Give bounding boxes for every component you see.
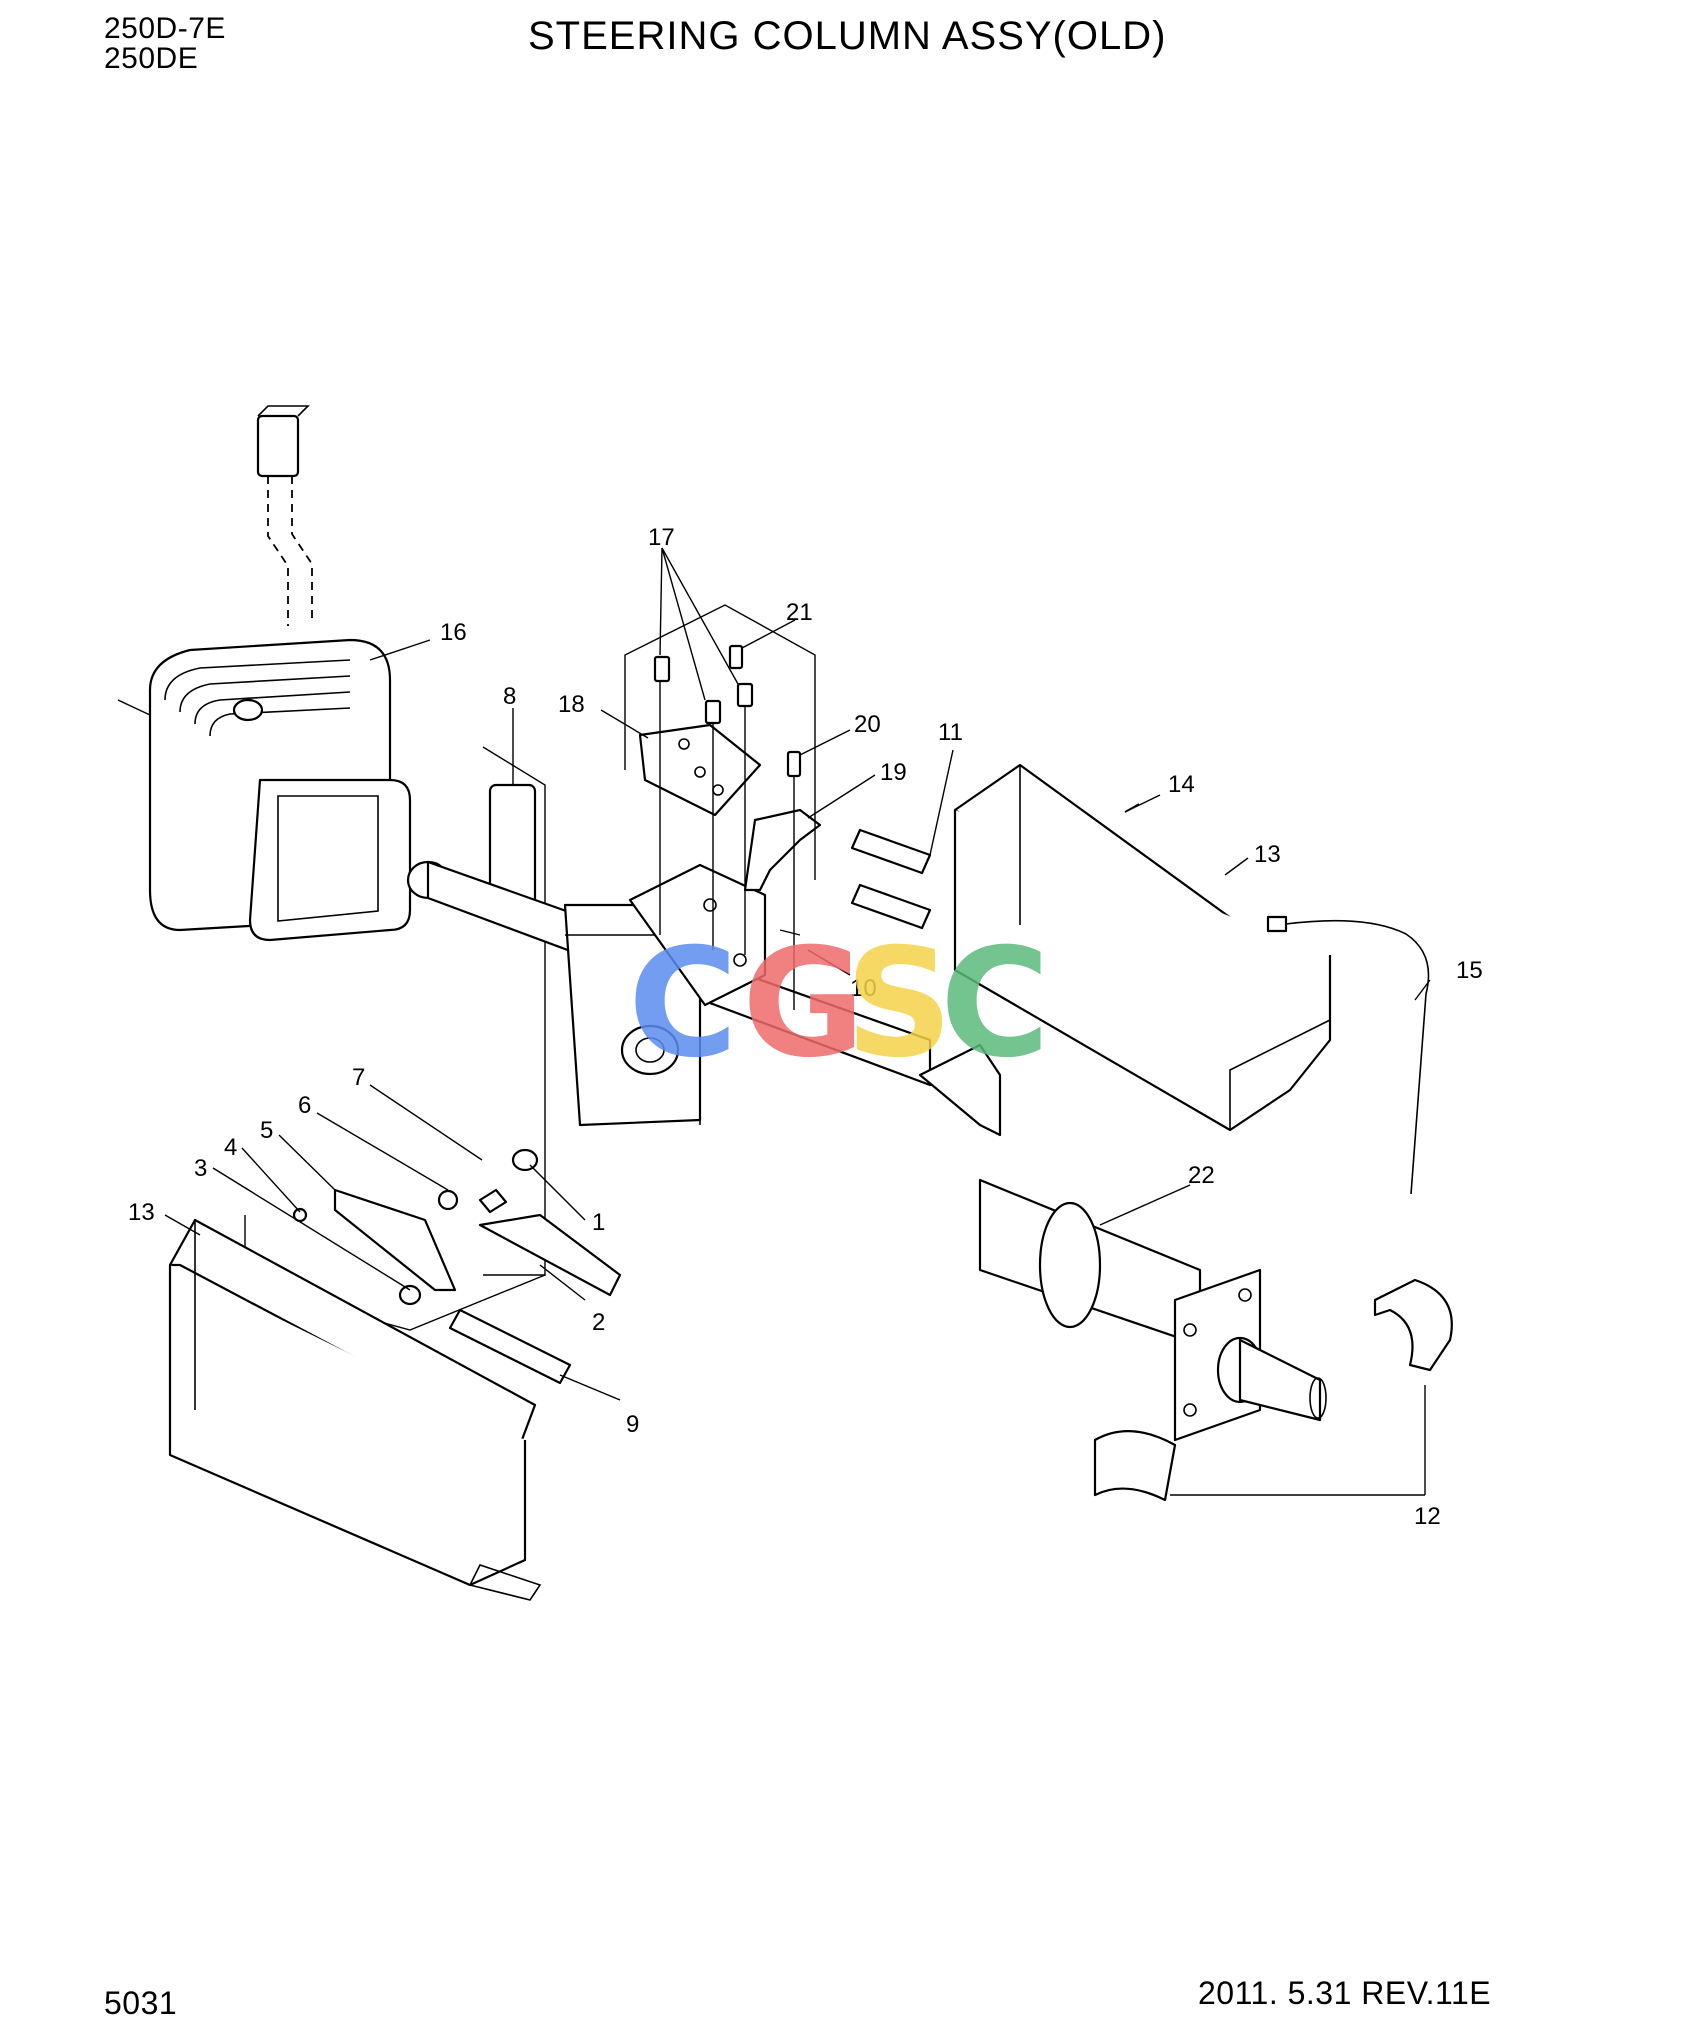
watermark-letter-1: C xyxy=(628,917,738,1091)
watermark-letter-4: C xyxy=(940,917,1050,1091)
part-rings xyxy=(1038,1201,1453,1502)
callout-22: 22 xyxy=(1188,1162,1215,1189)
callout-4: 4 xyxy=(224,1134,237,1161)
callout-17: 17 xyxy=(648,524,675,551)
model-number-primary: 250D-7E xyxy=(104,12,226,45)
part-cover-13-upper xyxy=(953,763,1430,1195)
callout-21: 21 xyxy=(786,599,813,626)
watermark-letter-2: G xyxy=(742,917,865,1091)
callout-2: 2 xyxy=(592,1309,605,1336)
watermark-logo: C G S C xyxy=(628,917,1050,1091)
callout-12: 12 xyxy=(1414,1503,1441,1530)
callout-9: 9 xyxy=(626,1411,639,1438)
part-springs xyxy=(448,828,932,1385)
callout-20: 20 xyxy=(854,711,881,738)
callout-13-upper: 13 xyxy=(1254,841,1281,868)
part-bracket-18 xyxy=(624,604,822,1010)
callout-10: 10 xyxy=(850,975,877,1002)
callout-6: 6 xyxy=(298,1092,311,1119)
callout-18: 18 xyxy=(558,691,585,718)
watermark-letter-3: S xyxy=(845,917,953,1091)
callout-8: 8 xyxy=(503,683,516,710)
part-boot-16 xyxy=(117,405,412,942)
callout-5: 5 xyxy=(260,1117,273,1144)
part-cover-13-lower xyxy=(168,1218,542,1601)
callout-15: 15 xyxy=(1456,957,1483,984)
callout-19: 19 xyxy=(880,759,907,786)
callout-3: 3 xyxy=(194,1155,207,1182)
model-number-secondary: 250DE xyxy=(104,42,199,75)
revision-date: 2011. 5.31 REV.11E xyxy=(1198,1975,1492,2011)
callout-16: 16 xyxy=(440,619,467,646)
callout-7: 7 xyxy=(352,1064,365,1091)
callout-11: 11 xyxy=(938,719,963,746)
callout-13-lower: 13 xyxy=(128,1199,155,1226)
leader-lines xyxy=(164,547,1431,1496)
page-number: 5031 xyxy=(104,1985,178,2021)
part-lever-8 xyxy=(431,746,546,1276)
page-title: STEERING COLUMN ASSY(OLD) xyxy=(528,14,1167,58)
callout-1: 1 xyxy=(592,1209,605,1236)
callout-14: 14 xyxy=(1168,771,1195,798)
